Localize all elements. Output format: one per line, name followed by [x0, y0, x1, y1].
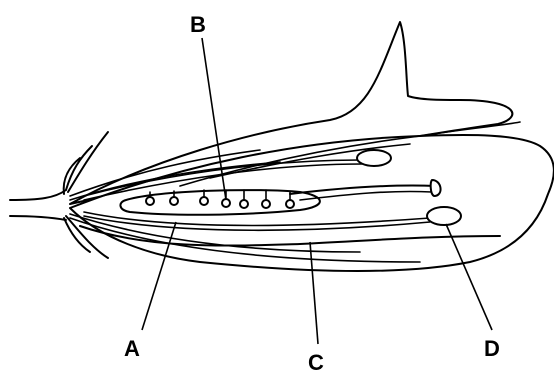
anther-d	[427, 207, 461, 225]
label-a: A	[124, 336, 140, 361]
flower-cross-section	[10, 22, 554, 271]
stigma	[431, 180, 441, 196]
calyx-upper	[68, 132, 108, 192]
label-d: D	[484, 336, 500, 361]
label-c: C	[308, 350, 324, 375]
label-b: B	[190, 12, 206, 37]
pedicel-upper	[10, 190, 66, 200]
pedicel-lower	[10, 216, 66, 220]
anther-upper	[357, 150, 391, 166]
